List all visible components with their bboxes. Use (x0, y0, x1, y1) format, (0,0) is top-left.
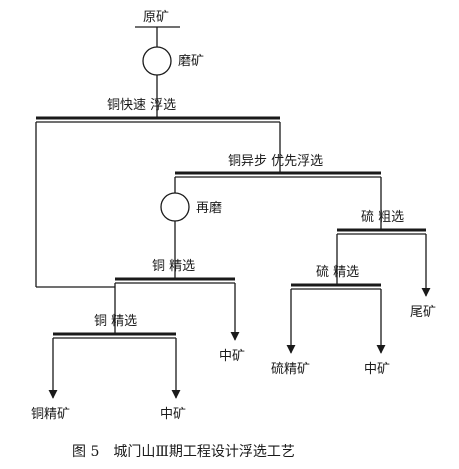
s-rougher-label: 硫 粗选 (361, 210, 404, 225)
cu-diff-flotation-label: 铜异步 优先浮选 (228, 154, 323, 169)
regrinding-label: 再磨 (196, 201, 222, 216)
s-concentrate-label: 硫精矿 (271, 362, 310, 377)
grinding-mill-circle (142, 46, 172, 76)
grinding-label: 磨矿 (178, 54, 204, 69)
cu-cleaner-1-label: 铜 精选 (152, 259, 195, 274)
cu-fast-flotation-label: 铜快速 浮选 (107, 98, 176, 113)
regrinding-mill-circle (160, 192, 190, 222)
cu-cleaner-2-label: 铜 精选 (94, 314, 137, 329)
s-cleaner-label: 硫 精选 (316, 265, 359, 280)
raw-ore-label: 原矿 (143, 10, 169, 25)
middlings-c-label: 中矿 (160, 407, 186, 422)
figure-caption: 图 5 城门山Ⅲ期工程设计浮选工艺 (72, 444, 295, 460)
tailings-label: 尾矿 (410, 305, 436, 320)
middlings-a-label: 中矿 (219, 349, 245, 364)
cu-concentrate-label: 铜精矿 (31, 407, 70, 422)
middlings-b-label: 中矿 (364, 362, 390, 377)
